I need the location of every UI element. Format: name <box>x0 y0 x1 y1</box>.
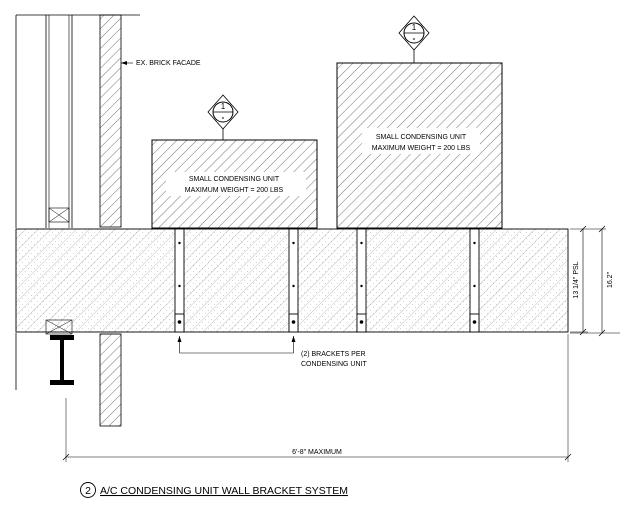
brick-facade-callout: EX. BRICK FACADE <box>121 60 201 67</box>
horizontal-dimension: 6'-8" MAXIMUM <box>62 334 572 462</box>
marker-right-number: 1 <box>412 23 417 32</box>
brackets <box>174 228 480 333</box>
unit-left-label-1: SMALL CONDENSING UNIT <box>189 176 280 183</box>
bracket-callout: (2) BRACKETS PER CONDENSING UNIT <box>177 336 367 368</box>
steel-i-beam <box>50 335 74 385</box>
condensing-unit-right: SMALL CONDENSING UNIT MAXIMUM WEIGHT = 2… <box>336 62 503 229</box>
condensing-unit-left: SMALL CONDENSING UNIT MAXIMUM WEIGHT = 2… <box>151 139 318 229</box>
bracket-1 <box>174 228 185 333</box>
marker-left-number: 1 <box>221 102 226 111</box>
bracket-2 <box>288 228 299 333</box>
brick-facade-label: EX. BRICK FACADE <box>136 60 201 67</box>
lower-wall <box>15 319 73 390</box>
existing-wall <box>15 14 140 228</box>
unit-right-label-1: SMALL CONDENSING UNIT <box>376 134 467 141</box>
section-marker-left: 1 - <box>207 94 239 140</box>
brackets-label-2: CONDENSING UNIT <box>301 361 367 368</box>
dim-width-label: 6'-8" MAXIMUM <box>292 449 342 456</box>
brick-facade-lower <box>99 333 122 427</box>
detail-number: 2 <box>85 485 91 497</box>
dim-total-label: 16.2" <box>607 271 614 288</box>
marker-left-sheet: - <box>222 113 225 122</box>
detail-title-text: A/C CONDENSING UNIT WALL BRACKET SYSTEM <box>100 485 348 497</box>
dim-psl-label: 13 1/4" PSL <box>573 261 580 298</box>
unit-left-label-2: MAXIMUM WEIGHT = 200 LBS <box>185 187 284 194</box>
brackets-label-1: (2) BRACKETS PER <box>301 351 366 358</box>
bracket-4 <box>469 228 480 333</box>
vertical-dimension-total: 16.2" <box>570 225 620 337</box>
unit-right-label-2: MAXIMUM WEIGHT = 200 LBS <box>372 145 471 152</box>
marker-right-sheet: - <box>413 34 416 43</box>
bracket-3 <box>356 228 367 333</box>
brick-facade-upper <box>99 14 122 228</box>
section-marker-right: 1 - <box>398 15 430 63</box>
vertical-dimension-psl: 13 1/4" PSL <box>570 225 606 336</box>
detail-title: 2 A/C CONDENSING UNIT WALL BRACKET SYSTE… <box>80 482 348 498</box>
